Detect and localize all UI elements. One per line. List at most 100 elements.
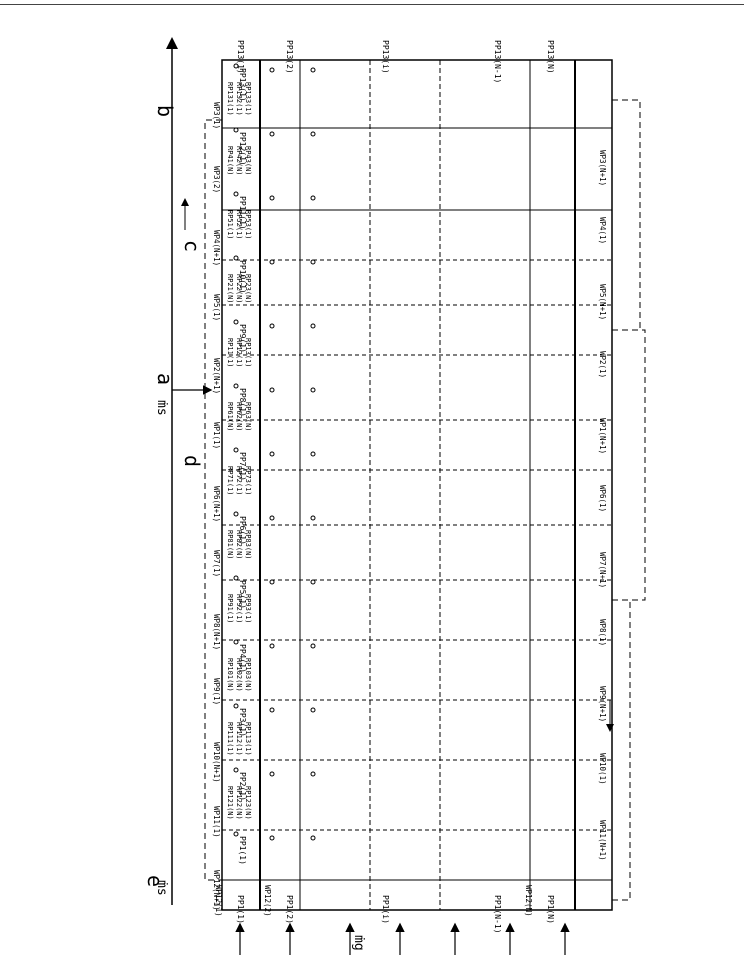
rp-label: RP13(1) (244, 338, 252, 368)
bottom-wp-labels: WP11(N+1)WP10(1)WP9(N+1)WP8(1)WP7(N+1)WP… (598, 150, 607, 861)
node-dot (310, 131, 316, 137)
node-dot (233, 191, 239, 197)
row-pp-label: PP1(2) (285, 895, 294, 924)
row-wp-label: WP12(2) (263, 885, 272, 917)
node-dot (233, 703, 239, 709)
row-pp-label: PP1(N) (546, 895, 555, 924)
node-dot (269, 643, 275, 649)
pp-label: PP9(1) (238, 324, 247, 353)
node-dot (269, 835, 275, 841)
rp-label: RP103(N) (244, 658, 252, 692)
rp-label: RP21(N) (226, 274, 234, 304)
node-dot (310, 771, 316, 777)
bottom-wp-label: WP8(1) (598, 619, 607, 646)
rp-label: RP22(N) (235, 274, 243, 304)
wp-label: WP5(1) (212, 294, 221, 321)
row-end-label: PP13(1) (236, 40, 245, 74)
pp-label: PP6(1) (238, 516, 247, 545)
node-dot (233, 63, 239, 69)
wp-label: WP3(2) (212, 166, 221, 193)
node-dot (233, 447, 239, 453)
node-dot (269, 707, 275, 713)
node-dot (269, 259, 275, 265)
column-labels: PP13(1)RP131(1)RP132(1)RP133(1)WP3(1)PP1… (212, 63, 316, 911)
rp-label: RP81(N) (226, 530, 234, 560)
node-dot (269, 387, 275, 393)
node-dot (269, 451, 275, 457)
row-end-label: PP13(2) (285, 40, 294, 74)
rp-label: RP93(1) (244, 594, 252, 624)
pp-label: PP13(1) (238, 68, 247, 102)
bottom-wp-label: WP9(N+1) (598, 686, 607, 722)
wp-label: WP12(N+1) (212, 870, 221, 911)
node-dot (233, 127, 239, 133)
node-dot (269, 131, 275, 137)
rp-label: RP123(N) (244, 786, 252, 820)
wp-label: WP1(1) (212, 422, 221, 449)
rp-label: RP102(N) (235, 658, 243, 692)
bottom-wp-label: WP5(N+1) (598, 284, 607, 320)
node-dot (269, 323, 275, 329)
rp-label: RP91(1) (226, 594, 234, 624)
row-end-label: PP13(N-1) (493, 40, 502, 83)
wp-label: WP4(N+1) (212, 230, 221, 266)
label-b: b (153, 105, 177, 117)
rp-label: RP132(1) (235, 82, 243, 116)
node-dot (233, 575, 239, 581)
rp-label: RP82(N) (235, 530, 243, 560)
node-dot (233, 511, 239, 517)
node-dot (269, 579, 275, 585)
node-dot (310, 67, 316, 73)
rp-label: RP43(N) (244, 146, 252, 176)
rp-label: RP113(1) (244, 722, 252, 756)
wp-label: WP10(N+1) (212, 742, 221, 783)
bottom-wp-label: WP11(N+1) (598, 820, 607, 861)
node-dot (233, 319, 239, 325)
bottom-wp-label: WP3(N+1) (598, 150, 607, 186)
node-dot (310, 259, 316, 265)
gas-inflow-arrows (235, 922, 570, 955)
node-dot (310, 387, 316, 393)
node-dot (310, 579, 316, 585)
node-dot (269, 67, 275, 73)
rp-label: RP101(N) (226, 658, 234, 692)
bottom-wp-label: WP1(N+1) (598, 418, 607, 454)
node-dot (310, 323, 316, 329)
row-pp-label: PP1(N-1) (493, 895, 502, 934)
pp-label: PP7(1) (238, 452, 247, 481)
wp-label: WP9(1) (212, 678, 221, 705)
rp-label: RP73(1) (244, 466, 252, 496)
rp-label: RP133(1) (244, 82, 252, 116)
wp-label: WP11(1) (212, 806, 221, 838)
wp-label: WP6(N+1) (212, 486, 221, 522)
label-c: c (180, 240, 204, 252)
wp-label: WP8(N+1) (212, 614, 221, 650)
node-dot (233, 255, 239, 261)
pp-label: PP5(1) (238, 580, 247, 609)
wp-label: WP2(N+1) (212, 358, 221, 394)
rp-label: RP51(1) (226, 210, 234, 240)
node-dot (310, 835, 316, 841)
rp-label: RP72(1) (235, 466, 243, 496)
node-dot (310, 195, 316, 201)
pp-label: PP1(1) (238, 836, 247, 865)
loop-left (204, 119, 222, 881)
rp-label: RP71(1) (226, 466, 234, 496)
row-pp-label: PP1(1) (236, 895, 245, 924)
rp-label: RP23(N) (244, 274, 252, 304)
label-mg: ṁg (351, 935, 366, 951)
pp-label: PP11(1) (238, 196, 247, 230)
outer-frame (221, 59, 613, 911)
rp-label: RP121(N) (226, 786, 234, 820)
column-lines (259, 60, 576, 910)
row-pp-label: PP1(i) (381, 895, 390, 924)
pp-label: PP2(1) (238, 772, 247, 801)
row-wp-label: WP12(N) (524, 885, 533, 917)
node-dot (310, 643, 316, 649)
node-dot (269, 771, 275, 777)
bottom-wp-label: WP2(1) (598, 351, 607, 378)
row-lines (222, 127, 612, 881)
label-d: d (180, 455, 204, 467)
bottom-wp-label: WP10(1) (598, 753, 607, 785)
